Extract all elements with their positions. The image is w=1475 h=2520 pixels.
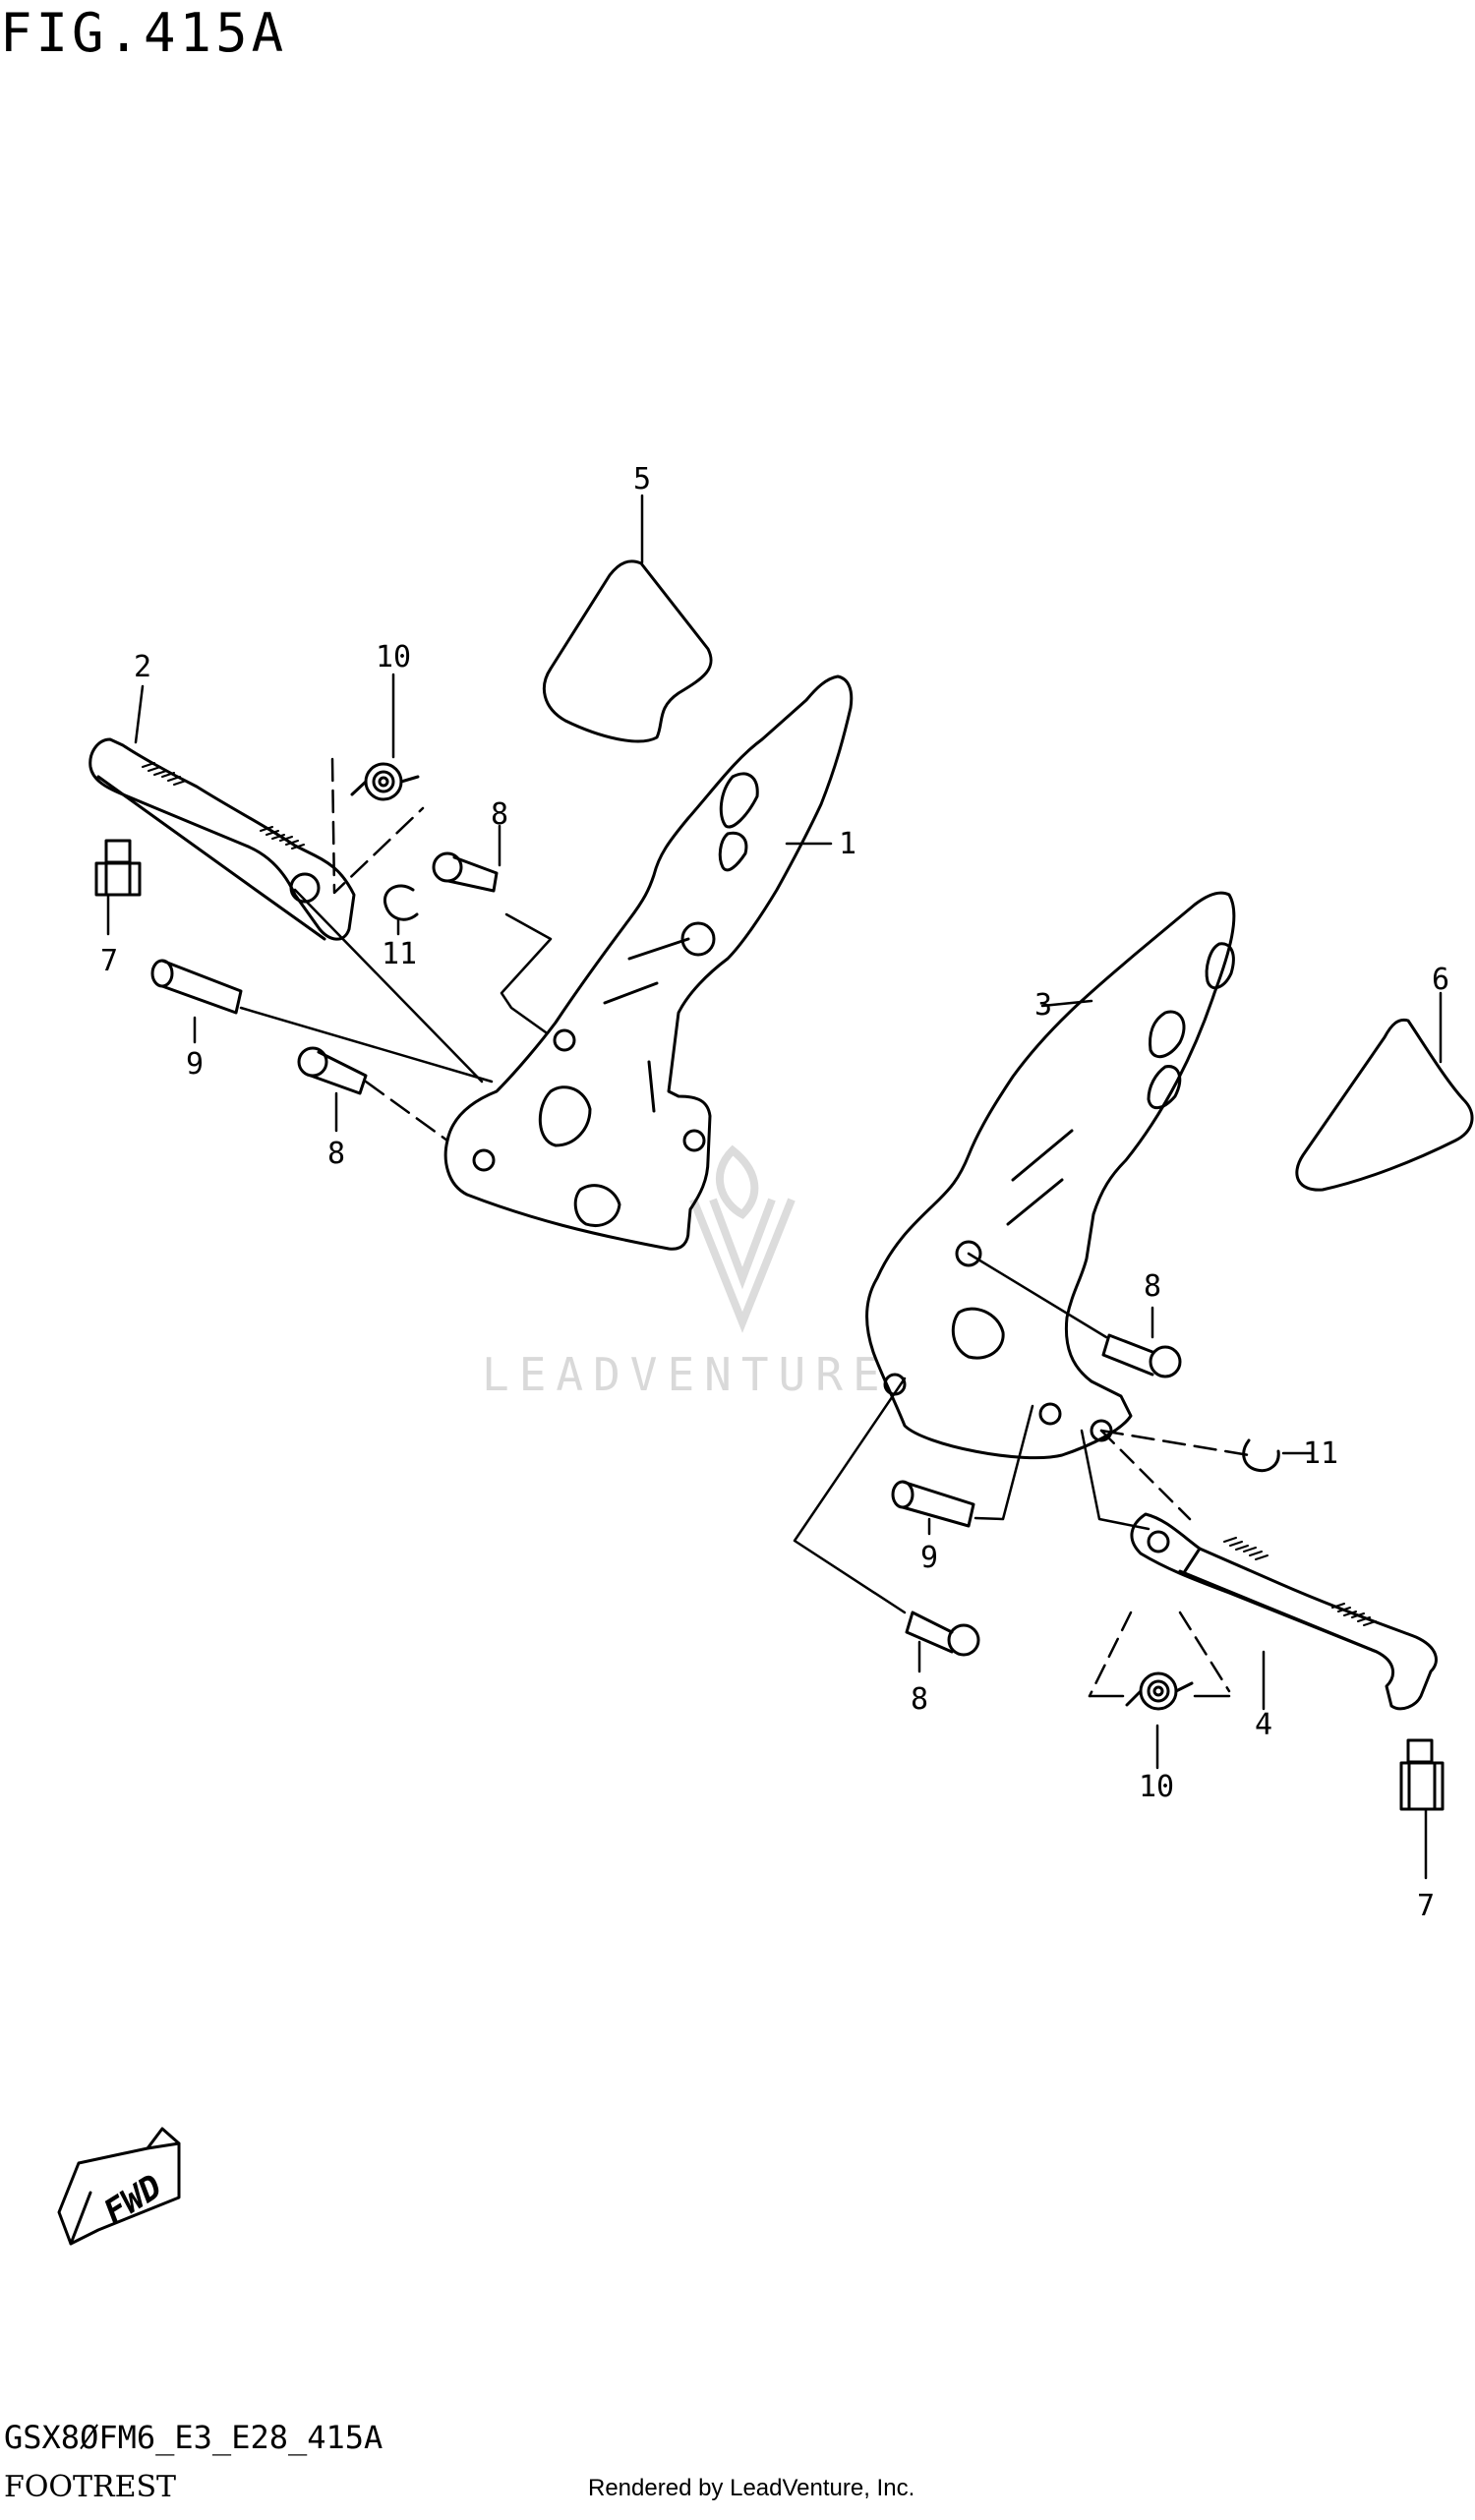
footpeg-left-edge (96, 775, 326, 941)
callout-8-right-upper: 8 (1144, 1269, 1161, 1304)
bracket-left-bolt-hole-4 (472, 1148, 496, 1172)
figure-title: FIG.415A (0, 2, 288, 64)
bolt-right-upper-part-8 (1101, 1333, 1182, 1378)
footpeg-right-tread (1223, 1537, 1377, 1626)
spring-left-part-10 (350, 762, 420, 801)
watermark-logo (689, 1144, 796, 1333)
render-credit: Rendered by LeadVenture, Inc. (588, 2475, 915, 2501)
bracket-left-bolt-hole-2 (680, 921, 716, 957)
callout-1: 1 (839, 827, 856, 861)
bracket-right-bolt-hole-3 (1090, 1419, 1113, 1442)
bracket-left-hole-d (573, 1184, 621, 1227)
footpeg-left-part-2 (88, 737, 356, 941)
callout-2: 2 (134, 650, 151, 684)
pad-left-part-5 (542, 559, 713, 743)
bracket-right-hole-b (1149, 1010, 1186, 1059)
footpeg-left-pivot (289, 872, 321, 904)
footpeg-left-tread (142, 762, 305, 850)
callout-5: 5 (633, 462, 651, 497)
pad-right-part-6 (1295, 1018, 1474, 1192)
callout-10-right: 10 (1139, 1770, 1174, 1804)
bracket-left-bolt-hole-1 (553, 1028, 576, 1052)
bracket-left-hole-b (718, 831, 748, 872)
bracket-right-bolt-hole-1 (955, 1240, 982, 1267)
callout-9-right: 9 (920, 1541, 938, 1575)
footpeg-right-part-4 (1130, 1512, 1438, 1711)
callout-11-right: 11 (1303, 1436, 1338, 1471)
callout-numbers: 1 2 3 4 5 6 7 7 8 8 8 8 9 9 10 10 11 11 (100, 462, 1449, 1923)
callout-7-left: 7 (100, 944, 118, 978)
bracket-right-bolt-hole-2 (1038, 1402, 1062, 1426)
clip-left-part-11 (383, 884, 419, 921)
bracket-right-hole-d (951, 1307, 1005, 1360)
pin-right-part-9 (891, 1480, 975, 1528)
callout-10-left: 10 (376, 640, 411, 674)
callout-8-left-upper: 8 (491, 797, 508, 832)
footpeg-right-pivot (1147, 1530, 1170, 1553)
callout-9-left: 9 (186, 1047, 204, 1082)
bracket-right-hole-c (1147, 1065, 1182, 1110)
callout-3: 3 (1034, 988, 1052, 1023)
callout-11-left: 11 (382, 937, 417, 971)
bracket-left-hole-a (719, 772, 759, 829)
footpeg-right-edge (1178, 1547, 1379, 1654)
bracket-left-hole-c (538, 1085, 592, 1147)
spring-right-part-10 (1125, 1671, 1194, 1711)
bolt-right-lower-part-8 (905, 1611, 980, 1657)
plug-right-part-7 (1399, 1738, 1445, 1811)
watermark-text: LEADVENTURE (482, 1348, 890, 1401)
bolt-left-lower-part-8 (297, 1046, 368, 1095)
callout-4: 4 (1255, 1708, 1272, 1742)
callout-8-left-lower: 8 (327, 1137, 345, 1171)
callout-6: 6 (1432, 963, 1449, 997)
callout-8-right-lower: 8 (911, 1682, 928, 1717)
model-code: GSX8ØFM6_E3_E28_415A (4, 2419, 384, 2456)
bolt-left-upper-part-8 (432, 851, 499, 893)
plug-left-part-7 (94, 839, 142, 897)
bracket-left-bolt-hole-3 (682, 1129, 706, 1152)
callout-7-right: 7 (1417, 1889, 1435, 1923)
bracket-left-part-1 (443, 674, 854, 1251)
clip-right-part-11 (1242, 1438, 1280, 1473)
assembly-lines (239, 757, 1251, 1698)
section-name: FOOTREST (4, 2470, 177, 2504)
forward-arrow (57, 2127, 181, 2246)
bracket-right-rib (1006, 1129, 1074, 1226)
bracket-right-hole-a (1205, 942, 1235, 990)
callout-leaders (106, 494, 1443, 1880)
pin-left-part-9 (150, 959, 243, 1015)
bracket-left-rib (603, 937, 690, 1113)
bracket-right-part-3 (865, 891, 1236, 1460)
